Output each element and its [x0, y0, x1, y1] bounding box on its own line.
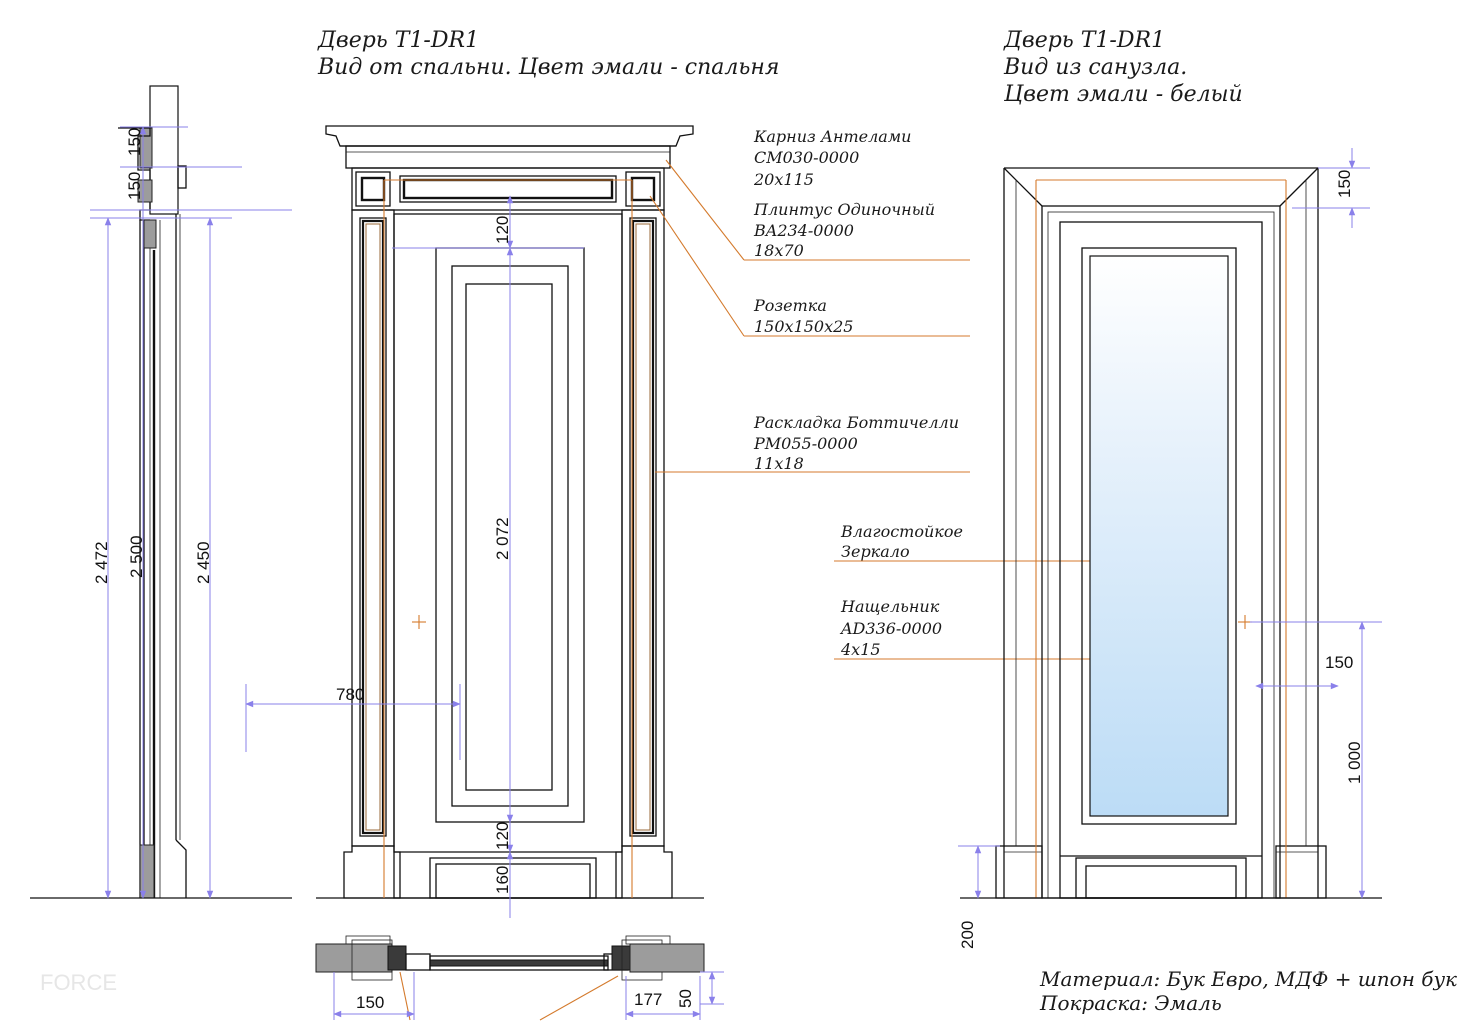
callout-plinth-name: Плинтус Одиночный	[753, 200, 935, 219]
callout-rosette-name: Розетка	[753, 296, 827, 315]
callout-molding-size: 11х18	[754, 454, 804, 473]
side-dim-top-a: 150	[125, 128, 144, 156]
door-dim-bottom-rail: 120	[493, 822, 512, 850]
left-view-title: Дверь Т1-DR1	[317, 28, 479, 53]
callout-cornice-code: CM030-0000	[754, 148, 859, 167]
callout-molding: Раскладка Боттичелли PM055-0000 11х18	[753, 413, 959, 473]
door-dim-top-rail: 120	[493, 216, 512, 244]
callout-trim-name: Нащельник	[840, 597, 940, 616]
side-dim-frame: 2 450	[194, 541, 213, 584]
side-section-view	[30, 85, 292, 899]
callout-rosette-size: 150х150х25	[754, 317, 853, 336]
right-dim-handle: 1 000	[1345, 741, 1364, 784]
right-dim-base: 200	[958, 921, 977, 949]
right-view-subtitle: Вид из санузла.	[1003, 55, 1187, 80]
callout-plinth-code: BA234-0000	[753, 221, 854, 240]
side-dim-top-b: 150	[125, 172, 144, 200]
side-dim-opening: 2 500	[127, 535, 146, 578]
plan-section-view	[315, 935, 724, 1021]
material-note: Материал: Бук Евро, МДФ + шпон бук	[1039, 967, 1457, 991]
right-view-color-note: Цвет эмали - белый	[1003, 82, 1243, 107]
callout-cornice-size: 20х115	[753, 170, 814, 189]
callout-mirror-line1: Влагостойкое	[840, 522, 963, 541]
callout-plinth: Плинтус Одиночный BA234-0000 18х70	[753, 200, 935, 260]
door-dim-leaf: 2 072	[493, 517, 512, 560]
door-dim-plinth: 160	[493, 866, 512, 894]
side-dim-total: 2 472	[92, 541, 111, 584]
plan-dim-depth: 50	[676, 989, 695, 1008]
door-dim-width: 780	[336, 685, 364, 704]
plan-dim-left: 150	[356, 993, 384, 1012]
right-dim-trim: 150	[1325, 653, 1353, 672]
callout-rosette: Розетка 150х150х25	[753, 296, 853, 336]
callout-trim-code: AD336-0000	[839, 619, 942, 638]
left-view-subtitle: Вид от спальни. Цвет эмали - спальня	[317, 55, 779, 80]
plan-dim-right: 177	[634, 990, 662, 1009]
right-dim-top: 150	[1335, 170, 1354, 198]
left-door-elevation	[245, 125, 704, 918]
callout-mirror-line2: Зеркало	[841, 542, 910, 561]
callout-cornice-name: Карниз Антелами	[753, 127, 911, 146]
callout-molding-name: Раскладка Боттичелли	[753, 413, 959, 432]
callout-mirror: Влагостойкое Зеркало	[840, 522, 963, 561]
callout-cornice: Карниз Антелами CM030-0000 20х115	[753, 127, 911, 189]
right-door-elevation	[958, 148, 1382, 899]
finish-note: Покраска: Эмаль	[1039, 991, 1222, 1015]
callout-trim-size: 4х15	[840, 640, 881, 659]
callout-trim: Нащельник AD336-0000 4х15	[839, 597, 942, 659]
right-view-title: Дверь Т1-DR1	[1003, 28, 1165, 53]
callout-plinth-size: 18х70	[754, 241, 804, 260]
callout-molding-code: PM055-0000	[753, 434, 858, 453]
watermark-text: FORCE	[40, 970, 117, 995]
